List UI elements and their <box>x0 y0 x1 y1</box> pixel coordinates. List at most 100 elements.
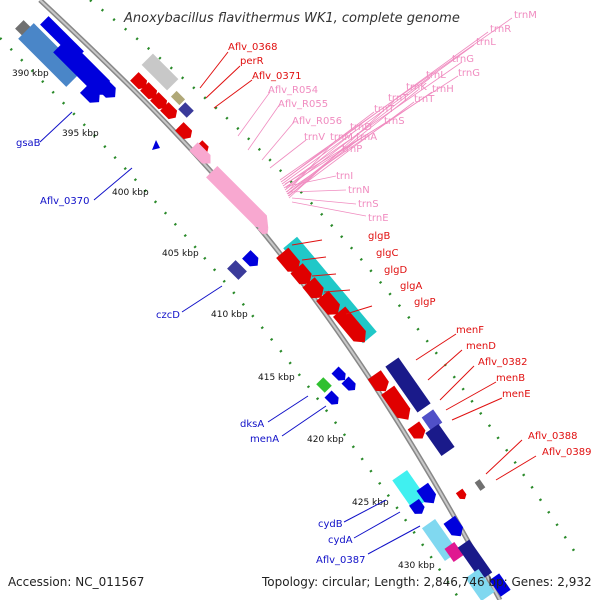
gene-red-glgB <box>276 247 300 272</box>
tick-label: 420 kbp <box>307 435 344 445</box>
gene-pink-rrna <box>206 166 269 229</box>
gene-label-trnT: trnT <box>388 93 409 104</box>
gene-label-trnK: trnK <box>406 82 427 93</box>
diagram-title: Anoxybacillus flavithermus WK1, complete… <box>123 11 460 26</box>
gene-navy <box>457 539 493 581</box>
dotted-track-inner <box>0 37 462 600</box>
gene-blue <box>443 515 464 537</box>
gene-blue <box>331 366 346 381</box>
gene-label-trnG: trnG <box>452 54 474 65</box>
gene-label-Aflv_0387: Aflv_0387 <box>316 555 366 566</box>
gene-darkblue <box>178 102 194 118</box>
gene-magenta <box>444 542 464 562</box>
gene-grey <box>474 479 486 491</box>
gene-gsaB <box>18 23 82 87</box>
gene-label-perR: perR <box>240 56 264 67</box>
topology-text: Topology: circular; Length: 2,846,746 bp… <box>261 575 592 589</box>
tick-label: 425 kbp <box>352 498 389 508</box>
gene-navy <box>425 423 455 457</box>
gene-label-trnT: trnT <box>374 104 395 115</box>
gene-label-glgD: glgD <box>384 265 407 276</box>
gene-red-menF <box>367 370 389 392</box>
backbone-highlight <box>39 0 501 600</box>
gene-label-Aflv_0371: Aflv_0371 <box>252 71 302 82</box>
gene-grey <box>141 53 179 91</box>
gene-blue-cydA <box>409 498 425 514</box>
gene-label-trnS: trnS <box>384 116 405 127</box>
gene-pink <box>257 223 269 235</box>
gene-blue-small <box>152 140 160 150</box>
gene-label-cydB: cydB <box>318 519 343 530</box>
gene-label-trnI: trnI <box>336 171 353 182</box>
gene-label-trnS: trnS <box>358 199 379 210</box>
gene-blue <box>242 250 259 267</box>
gene-label-menF: menF <box>456 325 484 336</box>
gene-label-menE: menE <box>502 389 531 400</box>
gene-label-glgP: glgP <box>414 297 436 308</box>
gene-label-trnR: trnR <box>490 24 511 35</box>
gene-label-glgB: glgB <box>368 231 390 242</box>
gene-red-Aflv_0388 <box>455 488 467 500</box>
gene-red-glgP <box>333 306 366 343</box>
gene-label-Aflv_0388: Aflv_0388 <box>528 431 578 442</box>
gene-blue <box>53 38 110 95</box>
gene-label-cydA: cydA <box>328 535 353 546</box>
tick-label: 410 kbp <box>211 310 248 320</box>
gene-label-Aflv_R056: Aflv_R056 <box>292 116 342 127</box>
gene-label-trnL: trnL <box>426 70 446 81</box>
dotted-track-outer <box>89 0 582 561</box>
accession-text: Accession: NC_011567 <box>8 575 144 589</box>
blue-leaders <box>39 111 421 555</box>
gene-pink <box>189 142 211 164</box>
gene-label-Aflv_R054: Aflv_R054 <box>268 85 318 96</box>
gene-label-trnD: trnD <box>350 122 372 133</box>
red-leaders <box>199 51 537 481</box>
gene-red-menD <box>381 385 411 420</box>
gene-label-trnP: trnP <box>342 144 362 155</box>
gene-label-Aflv_0382: Aflv_0382 <box>478 357 528 368</box>
gene-label-trnA: trnA <box>356 132 377 143</box>
gene-label-trnT: trnT <box>414 94 435 105</box>
gene-olive <box>170 90 186 106</box>
gene-label-menB: menB <box>496 373 525 384</box>
gene-lightblue <box>465 568 495 600</box>
gene-label-menD: menD <box>466 341 496 352</box>
gene-czcD <box>227 260 247 280</box>
gene-label-trnM: trnM <box>514 10 537 21</box>
gene-red-glgA <box>316 290 340 315</box>
gene-navy <box>385 357 431 413</box>
tick-label: 400 kbp <box>112 188 149 198</box>
gene-label-Aflv_0368: Aflv_0368 <box>228 42 278 53</box>
gene-menA <box>324 390 339 405</box>
gene-label-gsaB: gsaB <box>16 138 41 149</box>
tick-label: 395 kbp <box>62 129 99 139</box>
tick-label: 430 kbp <box>398 561 435 571</box>
gene-red-menB <box>407 421 426 439</box>
gene-label-trnN: trnN <box>348 185 370 196</box>
gene-dksA <box>316 377 332 393</box>
gene-label-trnL: trnL <box>476 37 496 48</box>
gene-label-czcD: czcD <box>156 310 180 321</box>
gene-label-Aflv_R055: Aflv_R055 <box>278 99 328 110</box>
gene-red-glgD <box>302 277 324 299</box>
pink-leaders <box>237 17 513 217</box>
gene-red-glgC <box>290 263 312 285</box>
gene-label-trnE: trnE <box>368 213 389 224</box>
tick-label: 405 kbp <box>162 249 199 259</box>
gene-blue <box>489 573 511 597</box>
tick-label: 390 kbp <box>12 69 49 79</box>
tick-label: 415 kbp <box>258 373 295 383</box>
gene-label-menA: menA <box>250 434 279 445</box>
gene-label-glgC: glgC <box>376 248 398 259</box>
gene-label-trnV: trnV <box>304 132 325 143</box>
gene-label-dksA: dksA <box>240 419 264 430</box>
gene-cyan-glg <box>283 236 377 344</box>
gene-label-trnH: trnH <box>432 84 454 95</box>
gene-label-Aflv_0389: Aflv_0389 <box>542 447 592 458</box>
gene-blue-cydB <box>416 482 437 504</box>
gene-label-trnM: trnM <box>330 132 353 143</box>
gene-label-glgA: glgA <box>400 281 422 292</box>
gene-label-trnG: trnG <box>458 68 480 79</box>
